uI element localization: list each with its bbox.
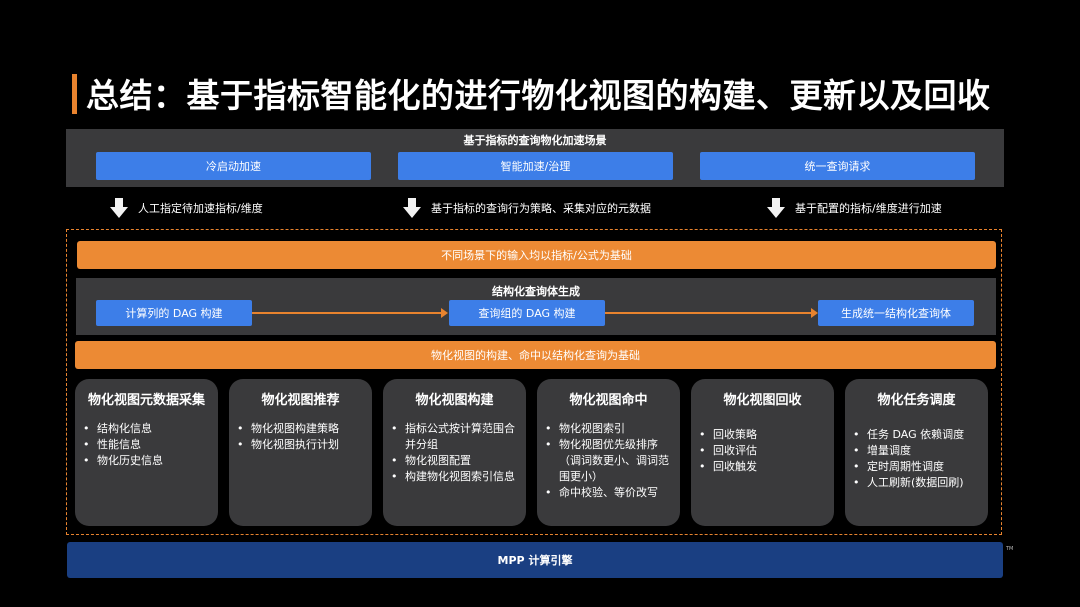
card-title: 物化视图构建 xyxy=(415,393,494,408)
card-mv-metadata: 物化视图元数据采集 结构化信息 性能信息 物化历史信息 xyxy=(75,379,218,526)
down-arrow-icon xyxy=(767,198,785,218)
list-item: 物化视图执行计划 xyxy=(237,437,366,453)
card-title: 物化任务调度 xyxy=(877,393,956,408)
scenario-panel: 基于指标的查询物化加速场景 冷启动加速 智能加速/治理 统一查询请求 xyxy=(66,129,1004,187)
list-item: 物化视图索引 xyxy=(545,421,674,437)
card-title: 物化视图推荐 xyxy=(261,393,340,408)
flow-label: 人工指定待加速指标/维度 xyxy=(138,202,263,215)
flow-row-3: 基于配置的指标/维度进行加速 xyxy=(765,197,942,219)
list-item: 定时周期性调度 xyxy=(853,459,982,475)
list-item: 性能信息 xyxy=(83,437,212,453)
flow-label: 基于配置的指标/维度进行加速 xyxy=(795,202,942,215)
card-mv-recycle: 物化视图回收 回收策略 回收评估 回收触发 xyxy=(691,379,834,526)
pipeline-frame xyxy=(66,229,1002,535)
column-dag-button[interactable]: 计算列的 DAG 构建 xyxy=(96,300,252,326)
mpp-engine-bar: MPP 计算引擎 xyxy=(67,542,1003,578)
list-item: 指标公式按计算范围合并分组 xyxy=(391,421,520,453)
scenario-title: 基于指标的查询物化加速场景 xyxy=(463,134,607,147)
smart-accel-button[interactable]: 智能加速/治理 xyxy=(398,152,673,180)
down-arrow-icon xyxy=(110,198,128,218)
flow-label: 基于指标的查询行为策略、采集对应的元数据 xyxy=(431,202,651,215)
down-arrow-icon xyxy=(403,198,421,218)
card-title: 物化视图元数据采集 xyxy=(87,393,205,408)
cold-start-button[interactable]: 冷启动加速 xyxy=(96,152,371,180)
card-task-scheduling: 物化任务调度 任务 DAG 依赖调度 增量调度 定时周期性调度 人工刷新(数据回… xyxy=(845,379,988,526)
query-group-dag-button[interactable]: 查询组的 DAG 构建 xyxy=(449,300,605,326)
list-item: 增量调度 xyxy=(853,443,982,459)
list-item: 回收触发 xyxy=(699,459,828,475)
structured-query-panel: 结构化查询体生成 计算列的 DAG 构建 查询组的 DAG 构建 生成统一结构化… xyxy=(76,278,996,335)
trademark-mark: TM xyxy=(1006,546,1014,552)
list-item: 命中校验、等价改写 xyxy=(545,485,674,501)
list-item: 人工刷新(数据回刷) xyxy=(853,475,982,491)
card-title: 物化视图回收 xyxy=(723,393,802,408)
list-item: 回收评估 xyxy=(699,443,828,459)
list-item: 物化视图构建策略 xyxy=(237,421,366,437)
list-item: 回收策略 xyxy=(699,427,828,443)
arrow-connector xyxy=(605,308,818,318)
list-item: 物化历史信息 xyxy=(83,453,212,469)
arrow-connector xyxy=(252,308,448,318)
flow-row-2: 基于指标的查询行为策略、采集对应的元数据 xyxy=(401,197,651,219)
list-item: 构建物化视图索引信息 xyxy=(391,469,520,485)
unified-structured-query-button[interactable]: 生成统一结构化查询体 xyxy=(818,300,974,326)
card-title: 物化视图命中 xyxy=(569,393,648,408)
unified-query-button[interactable]: 统一查询请求 xyxy=(700,152,975,180)
list-item: 任务 DAG 依赖调度 xyxy=(853,427,982,443)
list-item: 物化视图配置 xyxy=(391,453,520,469)
card-mv-hit: 物化视图命中 物化视图索引 物化视图优先级排序（调词数更小、调词范围更小） 命中… xyxy=(537,379,680,526)
list-item: 物化视图优先级排序（调词数更小、调词范围更小） xyxy=(545,437,674,485)
card-mv-build: 物化视图构建 指标公式按计算范围合并分组 物化视图配置 构建物化视图索引信息 xyxy=(383,379,526,526)
structured-title: 结构化查询体生成 xyxy=(492,285,580,298)
flow-row-1: 人工指定待加速指标/维度 xyxy=(108,197,263,219)
mv-basis-bar: 物化视图的构建、命中以结构化查询为基础 xyxy=(75,341,996,369)
input-basis-bar: 不同场景下的输入均以指标/公式为基础 xyxy=(77,241,996,269)
card-mv-recommend: 物化视图推荐 物化视图构建策略 物化视图执行计划 xyxy=(229,379,372,526)
list-item: 结构化信息 xyxy=(83,421,212,437)
title-accent-bar xyxy=(72,74,77,114)
page-title: 总结：基于指标智能化的进行物化视图的构建、更新以及回收 xyxy=(86,76,991,115)
